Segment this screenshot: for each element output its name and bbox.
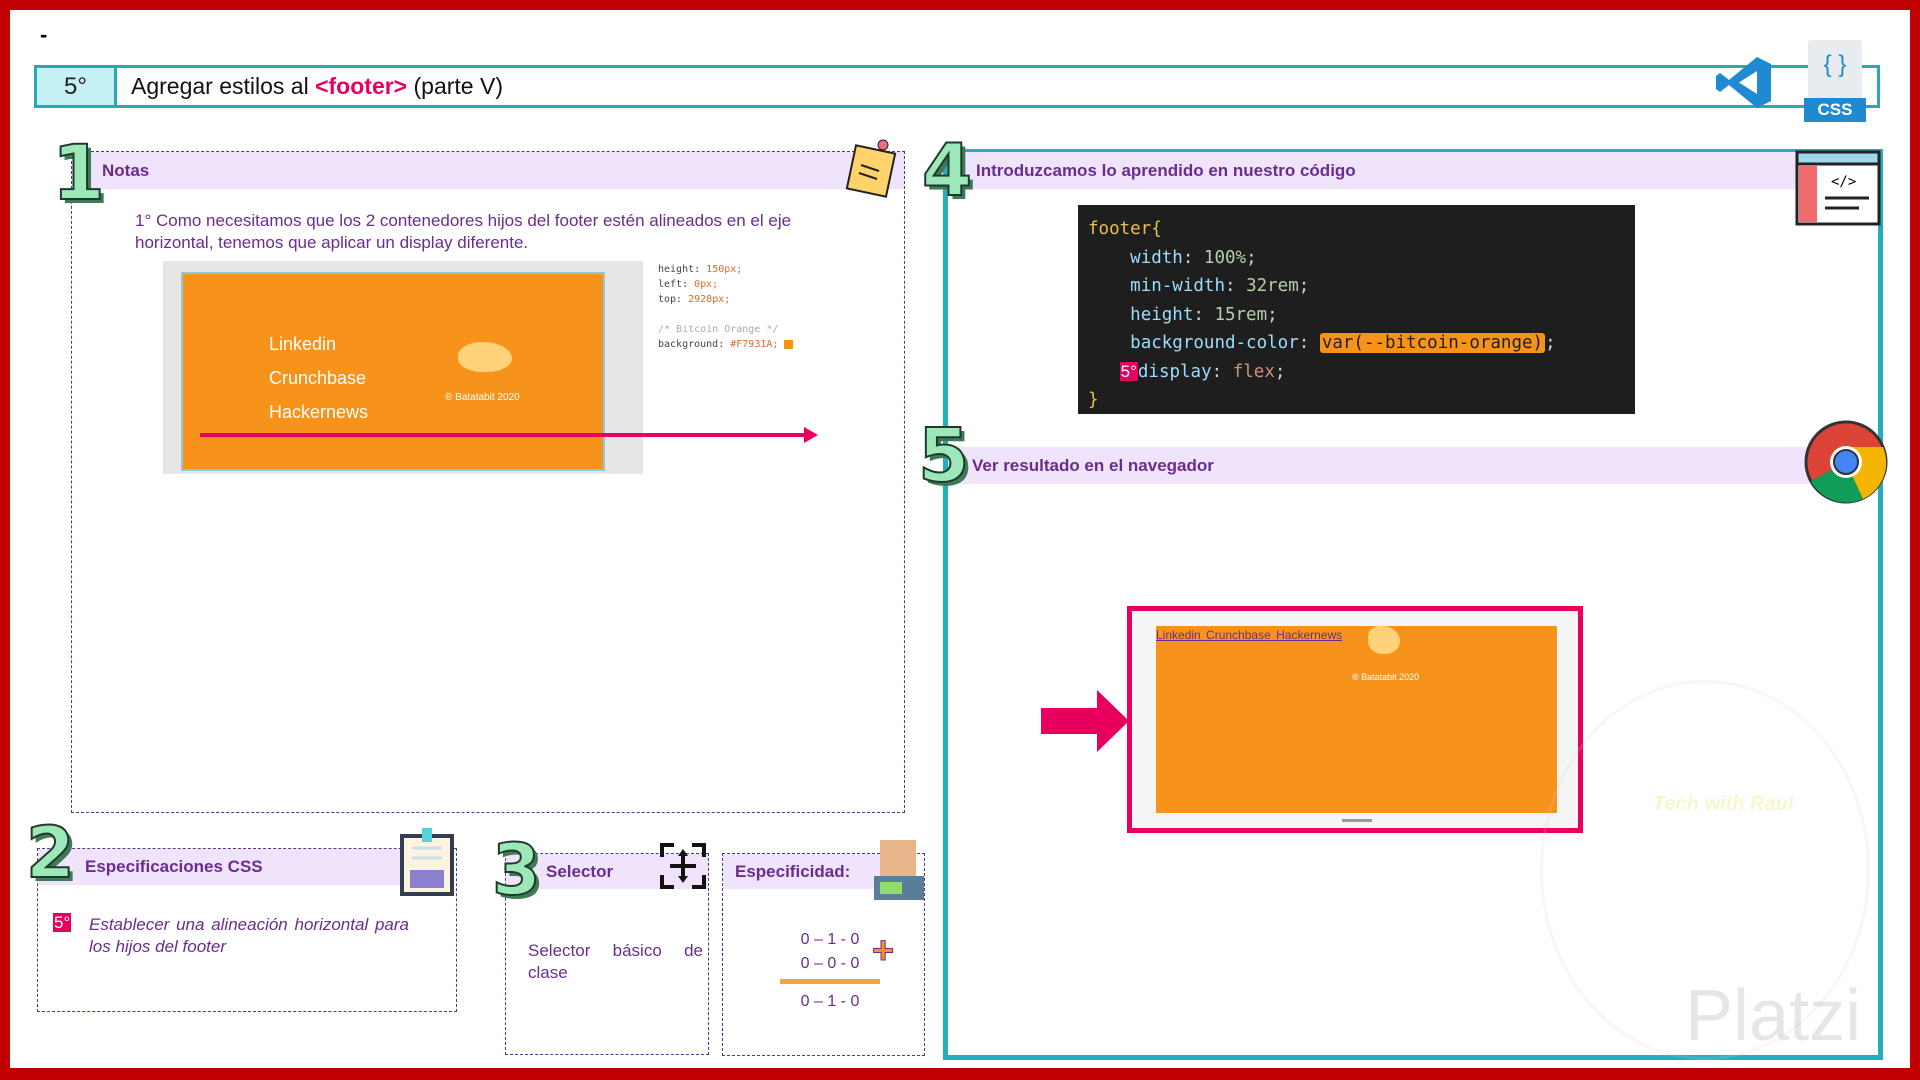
link-hackernews: Hackernews	[269, 402, 369, 422]
batatabit-logo-icon	[458, 342, 512, 372]
sticky-note-icon	[845, 139, 897, 198]
batatabit-logo-icon	[1368, 626, 1400, 654]
horizontal-arrow-icon	[200, 427, 818, 443]
step-number-1: 1	[51, 127, 106, 218]
title-suffix: (parte V)	[407, 73, 504, 99]
specificity-calc: 0 – 1 - 0 0 – 0 - 0 0 – 1 - 0	[780, 928, 880, 1014]
clipboard-icon	[400, 828, 454, 896]
specs-header: Especificaciones CSS	[38, 849, 438, 885]
copyright: ® Batatabit 2020	[445, 392, 520, 403]
devtools-comment: /* Bitcoin Orange */	[658, 324, 779, 335]
devtools-styles: height: 150px; left: 0px; top: 2928px; /…	[658, 262, 794, 352]
dash-mark: -	[40, 22, 48, 47]
css-label: CSS	[1804, 98, 1866, 122]
step-number-4: 4	[921, 127, 973, 213]
footer-preview-screenshot: Linkedin Crunchbase Hackernews ® Batatab…	[163, 261, 643, 474]
code-line: 5°display: flex;	[1119, 361, 1286, 382]
platzi-watermark: Platzi	[1685, 976, 1862, 1056]
code-header: Introduzcamos lo aprendido en nuestro có…	[948, 152, 1813, 189]
devtools-line: top: 2928px;	[658, 294, 731, 305]
new-line-badge: 5°	[1119, 361, 1138, 381]
slide-header: 5° Agregar estilos al <footer> (parte V)	[34, 65, 1880, 108]
code-window-icon: </>	[1795, 150, 1881, 226]
code-line: min-width: 32rem;	[1130, 276, 1310, 296]
devtools-line: height: 150px;	[658, 264, 743, 275]
title-tag: <footer>	[315, 73, 408, 99]
specificity-panel	[722, 853, 925, 1056]
devtools-line: background: #F7931A;	[658, 337, 794, 352]
vscode-icon	[1716, 57, 1771, 108]
result-links: Linkedin Crunchbase Hackernews	[1156, 628, 1342, 642]
specificity-result: 0 – 1 - 0	[800, 993, 860, 1010]
footer-links: Linkedin Crunchbase Hackernews	[269, 327, 368, 429]
specs-text: Establecer una alineación horizontal par…	[89, 915, 409, 956]
code-line: background-color: var(--bitcoin-orange);	[1130, 333, 1556, 353]
notes-panel	[71, 151, 905, 813]
selector-header: Selector	[506, 854, 708, 889]
orange-footer-result: Linkedin Crunchbase Hackernews ® Batatab…	[1156, 626, 1557, 813]
code-result-panel	[943, 149, 1883, 1060]
specificity-row: 0 – 1 - 0	[800, 931, 860, 948]
step-number-5: 5	[917, 412, 970, 500]
sum-line	[780, 979, 880, 984]
step-number-2: 2	[25, 811, 76, 895]
code-line: footer{	[1088, 219, 1162, 239]
specificity-row: 0 – 0 - 0	[800, 955, 860, 972]
selector-panel	[505, 853, 709, 1055]
chrome-icon	[1804, 420, 1888, 504]
css-code-block: footer{ width: 100%; min-width: 32rem; h…	[1078, 205, 1635, 414]
css-braces: { }	[1808, 40, 1862, 102]
step-number-3: 3	[491, 828, 542, 912]
move-selection-icon	[660, 843, 706, 889]
code-line: }	[1088, 390, 1099, 410]
specs-panel	[37, 848, 457, 1012]
notes-header: Notas	[72, 152, 904, 189]
selector-text: Selector básico de clase	[528, 941, 703, 982]
code-line: width: 100%;	[1130, 247, 1257, 268]
browser-result-screenshot: Linkedin Crunchbase Hackernews ® Batatab…	[1127, 606, 1583, 833]
svg-text:</>: </>	[1831, 174, 1856, 190]
result-header: Ver resultado en el navegador	[948, 447, 1813, 484]
step-badge: 5°	[37, 68, 117, 105]
copyright: ® Batatabit 2020	[1352, 672, 1420, 682]
watermark-channel: Tech with Raul	[1653, 793, 1794, 815]
pointer-arrow-icon	[1041, 690, 1129, 752]
badge-label: 5°	[53, 913, 72, 932]
specs-step-badge: 5°	[53, 913, 72, 933]
link-linkedin: Linkedin	[269, 334, 337, 354]
plus-icon: +	[871, 930, 895, 973]
link-linkedin[interactable]: Linkedin	[1156, 628, 1201, 642]
link-hackernews[interactable]: Hackernews	[1276, 628, 1343, 642]
code-line: height: 15rem;	[1130, 304, 1278, 325]
css-file-icon: { } CSS	[1804, 40, 1866, 122]
scale-box-icon	[874, 840, 924, 900]
title-prefix: Agregar estilos al	[131, 73, 316, 99]
link-crunchbase: Crunchbase	[269, 368, 367, 388]
scroll-handle[interactable]	[1342, 819, 1372, 822]
devtools-line: left: 0px;	[658, 279, 719, 290]
link-crunchbase[interactable]: Crunchbase	[1206, 628, 1271, 642]
highlighted-variable: var(--bitcoin-orange)	[1319, 333, 1546, 353]
page-title: Agregar estilos al <footer> (parte V)	[117, 73, 503, 100]
notes-text: 1° Como necesitamos que los 2 contenedor…	[135, 211, 792, 252]
orange-footer: Linkedin Crunchbase Hackernews ® Batatab…	[181, 272, 605, 471]
watermark-circle: Tech with Raul	[1540, 680, 1870, 1060]
